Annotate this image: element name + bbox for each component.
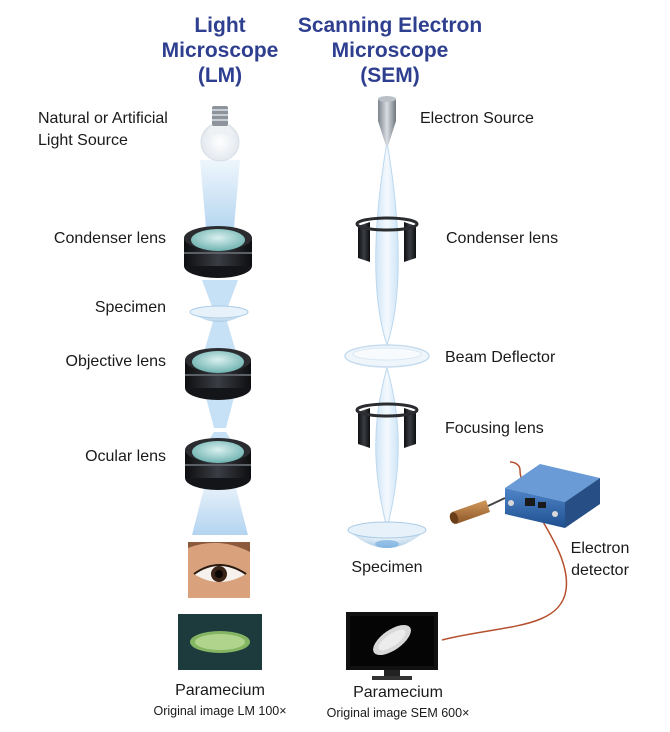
lm-caption-name: Paramecium <box>175 682 265 699</box>
sem-electron-beam <box>375 141 399 530</box>
sem-label-specimen: Specimen <box>351 559 423 576</box>
light-bulb-icon <box>200 106 240 162</box>
lm-label-condenser: Condenser lens <box>53 230 166 247</box>
sem-title: Scanning Electron Microscope (SEM) <box>297 14 483 87</box>
lm-caption-note: Original image LM 100× <box>153 704 287 718</box>
monitor-icon <box>346 612 438 680</box>
sem-condenser-lens-icon <box>355 216 419 262</box>
sem-caption-note: Original image SEM 600× <box>326 706 470 720</box>
eye-icon <box>188 542 250 598</box>
lm-specimen-dish-icon <box>189 305 249 322</box>
sem-label-source: Electron Source <box>420 110 534 127</box>
probe-icon <box>449 497 506 524</box>
lm-label-ocular: Ocular lens <box>85 448 166 465</box>
lm-objective-lens-icon <box>185 348 251 400</box>
sem-label-condenser: Condenser lens <box>446 230 559 247</box>
electron-gun-icon <box>378 96 396 146</box>
sem-focusing-lens-icon <box>355 402 419 448</box>
detector-cable <box>441 461 568 641</box>
lm-paramecium-image <box>178 614 262 670</box>
lm-label-objective: Objective lens <box>65 353 167 370</box>
sem-label-deflector: Beam Deflector <box>445 349 556 366</box>
sem-specimen-dish-icon <box>347 521 427 548</box>
lm-label-source: Natural or Artificial Light Source <box>38 110 168 149</box>
lm-condenser-lens-icon <box>184 226 252 278</box>
sem-label-detector: Electron detector <box>570 540 630 579</box>
detector-box-icon <box>505 464 600 528</box>
sem-label-focusing: Focusing lens <box>445 420 544 437</box>
lm-label-specimen: Specimen <box>94 299 166 316</box>
lm-title: Light Microscope (LM) <box>161 14 279 87</box>
sem-caption-name: Paramecium <box>353 684 443 701</box>
lm-ocular-lens-icon <box>185 438 251 490</box>
sem-beam-deflector-icon <box>344 344 430 368</box>
